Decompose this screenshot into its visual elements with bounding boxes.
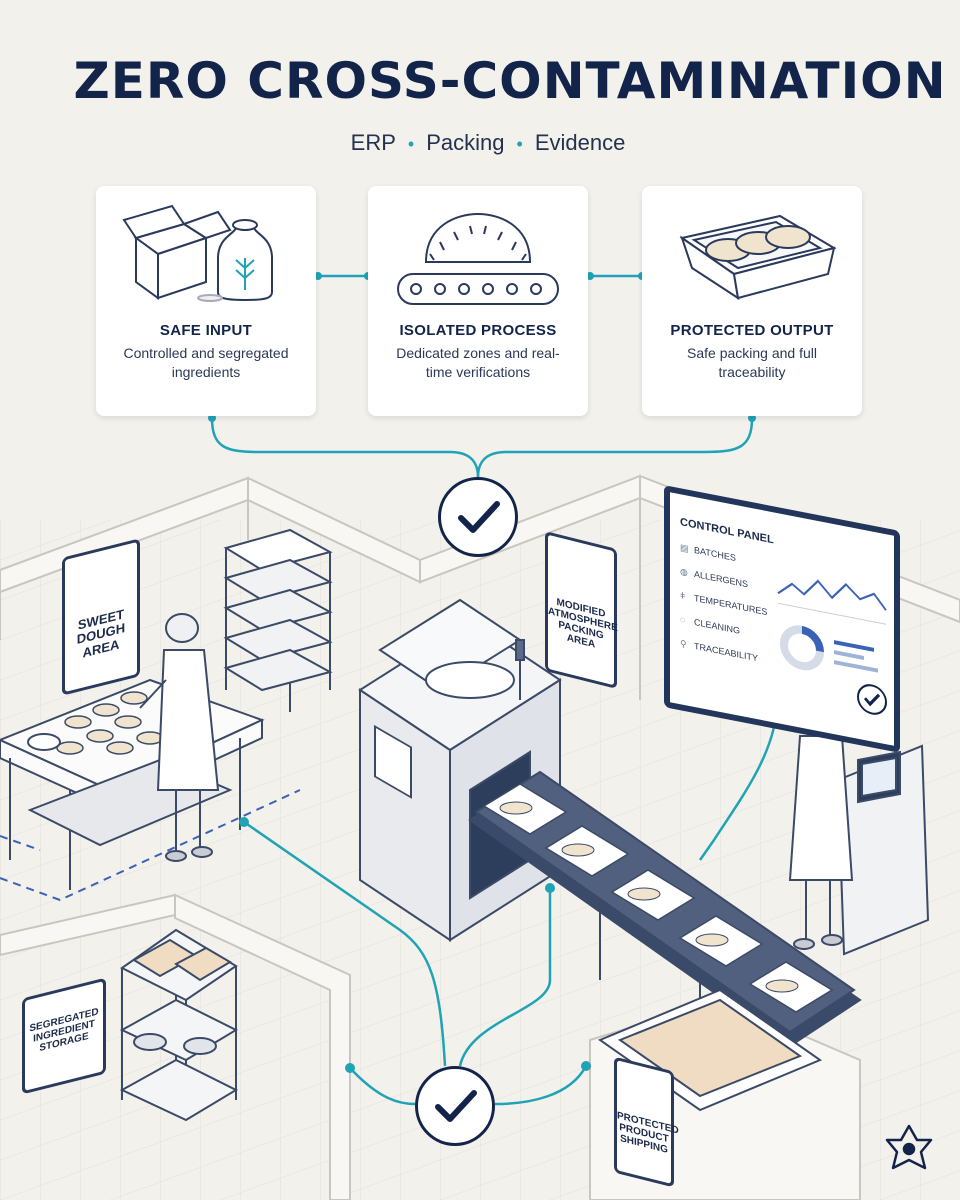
panel-item-traceability: ⚲ TRACEABILITY — [680, 638, 758, 664]
card-title: ISOLATED PROCESS — [399, 322, 557, 339]
card-safe-input: SAFE INPUT Controlled and segregated ing… — [96, 186, 316, 416]
allergen-drop-icon: ◍ — [680, 566, 688, 578]
sign-sweet-dough-area: SWEET DOUGH AREA — [62, 538, 140, 696]
sign-label: SWEET DOUGH AREA — [76, 606, 126, 661]
tray-rack — [223, 528, 333, 712]
traceability-icon: ⚲ — [680, 638, 687, 650]
panel-item-temperatures: ǂ TEMPERATURES — [680, 590, 767, 617]
card-description: Safe packing and full traceability — [687, 345, 817, 380]
batches-icon: ▤ — [680, 542, 689, 554]
control-panel-screen: CONTROL PANEL ▤ BATCHES ◍ ALLERGENS ǂ TEMPE… — [664, 485, 900, 753]
card-protected-output: PROTECTED OUTPUT Safe packing and full t… — [642, 186, 862, 416]
thermometer-icon: ǂ — [680, 590, 686, 602]
conveyor — [468, 770, 862, 1060]
dumpling-on-conveyor-icon — [397, 212, 559, 305]
sign-label: SEGREGATED INGREDIENT STORAGE — [29, 1006, 99, 1055]
subtitle-erp: ERP — [350, 130, 396, 155]
card-description: Controlled and segregated ingredients — [123, 345, 289, 380]
sign-label: PROTECTED PRODUCT SHIPPING — [617, 1110, 679, 1156]
card-title: SAFE INPUT — [159, 322, 253, 339]
panel-widgets — [777, 579, 887, 715]
baker-figure — [139, 613, 220, 862]
storage-shelf — [119, 928, 239, 1122]
panel-item-batches: ▤ BATCHES — [680, 542, 736, 564]
cleaning-icon: ◌ — [680, 614, 686, 626]
panel-item-cleaning: ◌ CLEANING — [680, 614, 740, 636]
sign-label: MODIFIED ATMOSPHERE PACKING AREA — [548, 596, 618, 651]
brand-logo-icon — [885, 1124, 933, 1170]
operator-figure — [788, 699, 930, 956]
panel-item-allergens: ◍ ALLERGENS — [680, 566, 748, 590]
panel-item-label: CLEANING — [694, 616, 741, 636]
bullet-dot: • — [407, 134, 415, 154]
flow-connectors — [210, 274, 778, 1106]
bullet-dot: • — [516, 134, 523, 154]
check-icon — [435, 1090, 477, 1122]
checkmark-badge-bottom — [415, 1066, 495, 1146]
card-description: Dedicated zones and real-time verificati… — [396, 345, 560, 380]
subtitle-packing: Packing — [426, 130, 505, 155]
page-title: ZERO CROSS-CONTAMINATION — [73, 52, 947, 110]
card-isolated-process: ISOLATED PROCESS Dedicated zones and rea… — [368, 186, 588, 416]
sign-product-shipping: PROTECTED PRODUCT SHIPPING — [614, 1056, 679, 1188]
checkmark-badge-top — [438, 477, 518, 557]
zone-boundary — [0, 789, 301, 902]
sealed-tray-icon — [679, 214, 837, 301]
subtitle: ERP • Packing • Evidence — [0, 130, 960, 156]
panel-item-label: BATCHES — [694, 544, 736, 564]
subtitle-evidence: Evidence — [534, 130, 626, 155]
panel-item-label: ALLERGENS — [694, 568, 749, 590]
shipping-crate — [597, 988, 823, 1112]
check-icon — [458, 501, 500, 533]
panel-item-label: TRACEABILITY — [694, 640, 759, 664]
box-and-flour-sack-icon — [122, 204, 273, 302]
sign-map-packing-area: MODIFIED ATMOSPHERE PACKING AREA — [545, 531, 618, 689]
card-title: PROTECTED OUTPUT — [670, 322, 834, 339]
control-panel-title: CONTROL PANEL — [680, 516, 774, 547]
panel-item-label: TEMPERATURES — [694, 592, 768, 618]
